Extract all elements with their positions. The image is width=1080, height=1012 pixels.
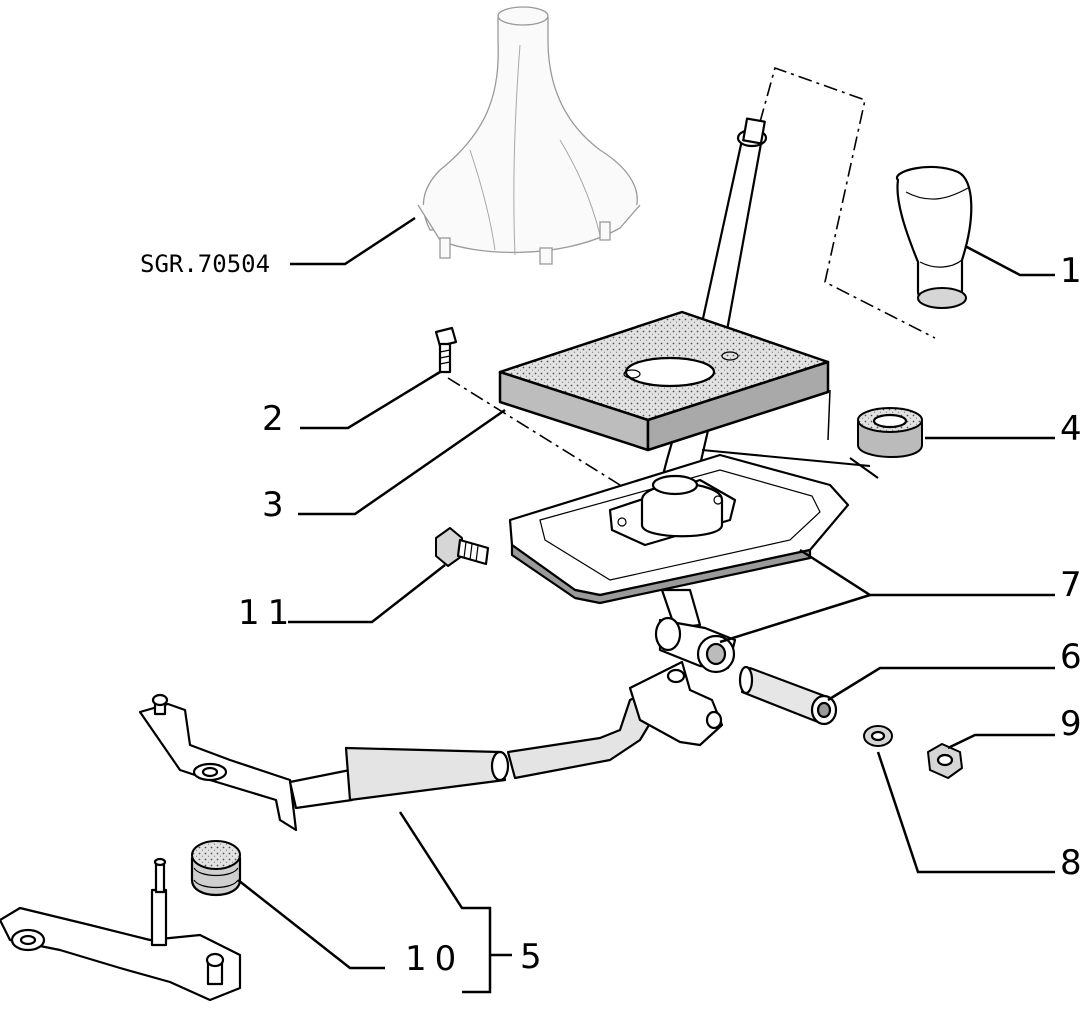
seal-ring bbox=[857, 407, 923, 458]
gear-rod bbox=[138, 660, 724, 832]
callout-2: 2 bbox=[262, 399, 284, 439]
callout-7: 7 bbox=[1060, 565, 1080, 605]
bolt-11 bbox=[435, 527, 490, 567]
callout-9: 9 bbox=[1060, 704, 1080, 744]
reference-code-label: SGR.70504 bbox=[140, 250, 270, 278]
bolt-2 bbox=[434, 326, 458, 374]
callout-11: 11 bbox=[238, 593, 297, 633]
gear-knob bbox=[895, 165, 973, 309]
rubber-cap bbox=[190, 840, 242, 897]
callout-8: 8 bbox=[1060, 843, 1080, 883]
callout-3: 3 bbox=[262, 485, 284, 525]
callout-10: 10 bbox=[405, 939, 464, 979]
nut bbox=[927, 743, 963, 779]
alignment-line-knob bbox=[759, 66, 936, 339]
leader-lines bbox=[237, 216, 1055, 994]
callout-6: 6 bbox=[1060, 637, 1080, 677]
lever-lower-eye bbox=[654, 588, 737, 674]
alignment-line-bolt bbox=[447, 377, 621, 486]
washer bbox=[863, 725, 893, 747]
callout-1: 1 bbox=[1060, 251, 1080, 291]
base-plate bbox=[508, 389, 879, 605]
callout-4: 4 bbox=[1060, 409, 1080, 449]
gear-boot bbox=[417, 6, 641, 265]
foam-pad bbox=[498, 310, 830, 452]
lower-lever bbox=[0, 857, 242, 1002]
callout-5: 5 bbox=[520, 937, 542, 977]
bush bbox=[738, 665, 838, 726]
